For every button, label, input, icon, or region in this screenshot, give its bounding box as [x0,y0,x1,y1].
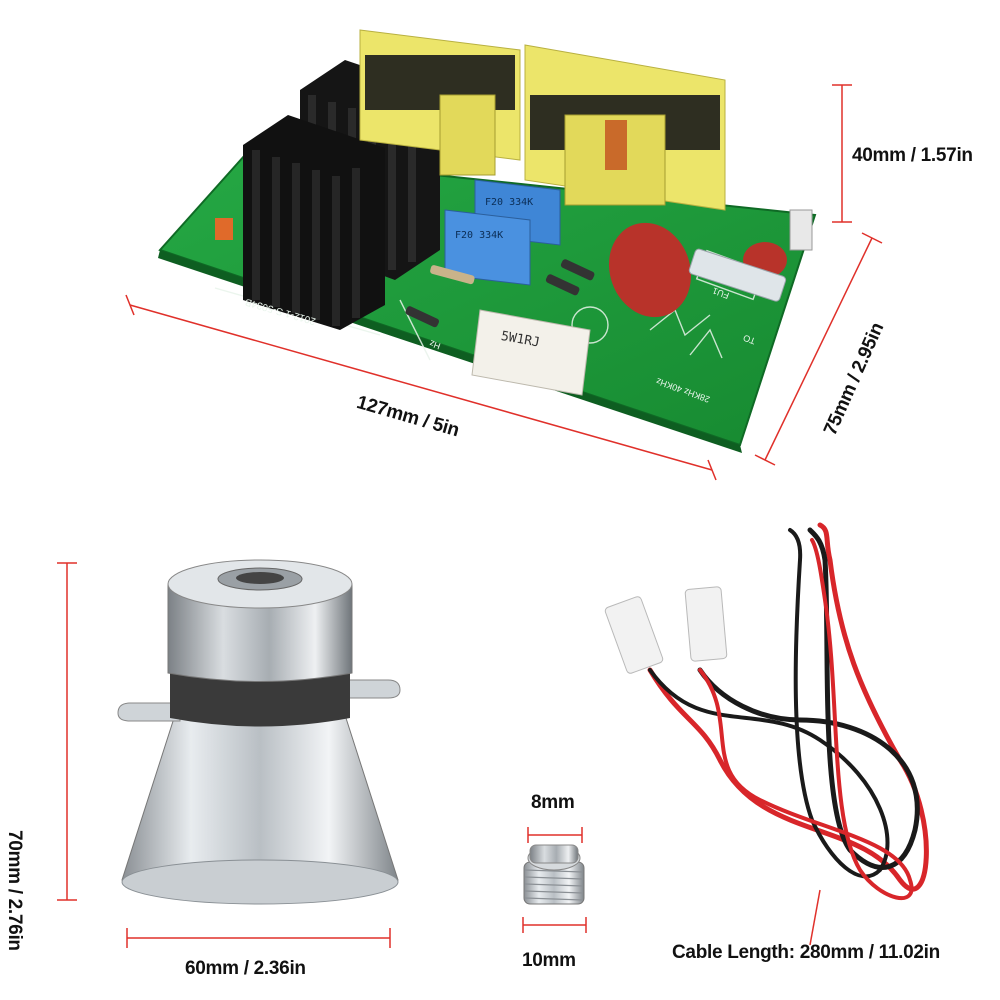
board-height-dimension [832,84,852,223]
transducer-diameter-label: 60mm / 2.36in [185,958,306,979]
screw-bottom-label: 10mm [522,950,576,971]
screw-bottom-dimension [522,917,587,933]
transformer [359,29,521,176]
capacitor-marking: F20 334K [485,197,533,208]
transducer-diameter-dimension [126,928,391,948]
transducer-height-label: 70mm / 2.76in [4,830,25,951]
pcb-board: F20 334K F20 334K 5W1RJ 2012-1 S-5034B 2… [158,29,817,453]
screw-top-dimension [527,827,583,843]
capacitor: F20 334K [444,209,531,286]
power-resistor: 5W1RJ [471,309,591,396]
wire-connector [604,586,728,674]
diode [545,274,580,296]
mounting-screw [523,844,585,905]
screw-top-label: 8mm [531,792,575,813]
diode [560,259,595,281]
cable-leader-line [809,889,821,946]
resistor [430,265,475,285]
small-capacitor [215,218,233,240]
hz-label: Hz [428,338,442,351]
resistor-marking: 5W1RJ [500,329,541,351]
transformer [524,44,726,211]
cable [647,522,929,900]
board-height-label: 40mm / 1.57in [852,145,973,166]
heatsink [243,115,385,330]
capacitor-marking: F20 334K [455,230,503,241]
transducer-height-dimension [57,562,77,901]
board-width-dimension [754,232,883,466]
connector [789,209,813,251]
diode [405,306,440,328]
board-length-dimension [125,294,717,481]
ultrasonic-transducer [117,559,401,905]
film-capacitor [608,222,692,318]
fuse [688,248,787,302]
to-label: TO [742,333,757,347]
cable-length-label: Cable Length: 280mm / 11.02in [672,942,940,963]
